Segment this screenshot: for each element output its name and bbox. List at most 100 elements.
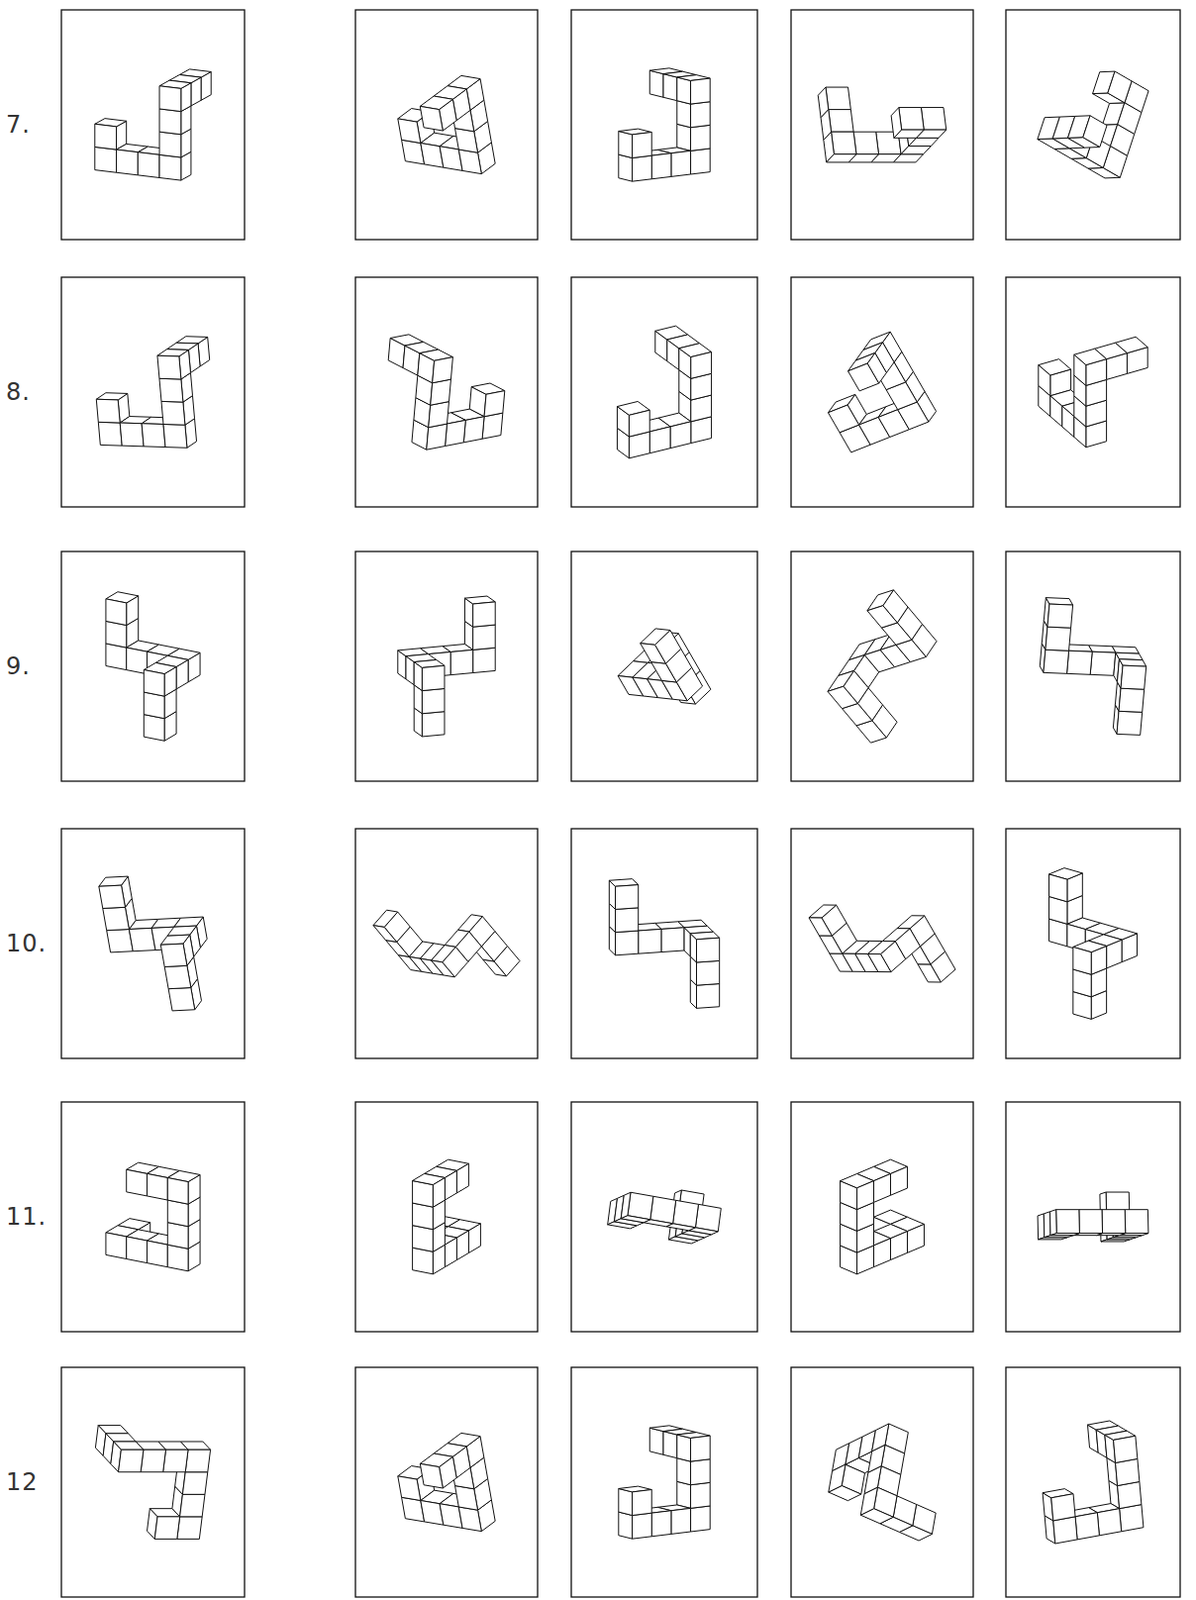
cube-face — [890, 1231, 907, 1261]
item-number: 11. — [5, 1202, 47, 1231]
cube-face — [697, 984, 720, 1009]
cube-face — [632, 1512, 653, 1539]
cube-face — [673, 1199, 699, 1227]
figure-panel — [571, 277, 758, 507]
panel-frame — [571, 1367, 758, 1597]
cube-face — [373, 909, 399, 927]
panel-frame — [61, 551, 245, 782]
cube-face — [159, 108, 182, 135]
cube-face — [483, 959, 507, 977]
cube-face — [450, 649, 474, 675]
item-number: 8. — [5, 378, 31, 406]
cube-face — [640, 643, 667, 664]
panel-frame — [355, 828, 538, 1059]
panel-frame — [791, 277, 974, 507]
cube-face — [398, 1476, 421, 1501]
cube-face — [670, 421, 692, 449]
cube-face — [920, 107, 946, 131]
cube-face — [848, 363, 880, 392]
cube-face — [677, 1458, 692, 1486]
cube-face — [157, 349, 190, 357]
cube-face — [615, 930, 639, 956]
cube-face — [1047, 603, 1074, 628]
figure-panel — [355, 1367, 538, 1597]
cube-face — [1038, 365, 1051, 397]
figure-panel — [355, 551, 538, 782]
cube-face — [691, 1505, 711, 1532]
figure-panel — [1005, 1101, 1181, 1332]
cube-face — [697, 937, 720, 963]
cube-face — [432, 357, 454, 384]
cube-face — [828, 109, 854, 133]
cube-face — [463, 416, 485, 443]
cube-face — [874, 1173, 892, 1202]
cube-face — [455, 1486, 479, 1511]
cube-face — [412, 1181, 434, 1208]
cube-face — [1083, 115, 1107, 148]
cube-face — [163, 1449, 189, 1473]
panel-frame — [355, 551, 538, 782]
figure-panel — [61, 9, 245, 240]
cube-face — [412, 1225, 434, 1253]
cube-face — [831, 131, 857, 155]
cube-face — [853, 131, 879, 155]
cube-face — [826, 154, 857, 163]
figure-panel — [61, 1367, 245, 1597]
cube-face — [419, 105, 443, 131]
row-number-holder: 7. — [5, 104, 56, 145]
cube-face — [163, 423, 188, 448]
cube-face — [102, 906, 130, 930]
cube-face — [691, 148, 711, 175]
cube-face — [1037, 1213, 1045, 1240]
cube-face — [105, 620, 127, 648]
panel-frame — [355, 1367, 538, 1597]
cube-face — [126, 1236, 148, 1264]
figure-panel — [571, 9, 758, 240]
cube-face — [373, 925, 398, 943]
cube-face — [1050, 396, 1063, 427]
cube-face — [1117, 1481, 1142, 1508]
cube-face — [897, 915, 925, 929]
figure-panel — [791, 1367, 974, 1597]
figure-panel — [791, 1101, 974, 1332]
cube-face — [618, 1511, 633, 1539]
cube-face — [677, 1434, 692, 1462]
cube-face — [808, 904, 837, 918]
cube-face — [160, 943, 188, 967]
cube-face — [141, 423, 166, 448]
panel-frame — [355, 9, 538, 240]
cube-face — [908, 137, 939, 146]
cube-face — [868, 953, 892, 972]
cube-face — [677, 77, 692, 104]
cube-face — [663, 1431, 678, 1459]
cube-face — [167, 342, 200, 350]
cube-face — [1124, 1209, 1149, 1234]
cube-face — [180, 1494, 205, 1517]
cube-face — [167, 1199, 189, 1227]
panel-frame — [61, 9, 245, 240]
cube-face — [468, 1223, 481, 1254]
cube-face — [432, 1178, 445, 1208]
cube-face — [473, 647, 497, 673]
cube-face — [1096, 1508, 1121, 1536]
cube-face — [663, 74, 678, 101]
panel-frame — [791, 9, 974, 240]
cube-face — [431, 960, 456, 978]
cube-face — [651, 153, 672, 180]
panel-frame — [1005, 828, 1181, 1059]
cube-face — [126, 1169, 148, 1196]
cube-face — [906, 1223, 924, 1253]
cube-face — [615, 907, 639, 933]
panel-frame — [571, 1101, 758, 1332]
cube-face — [1090, 651, 1116, 676]
cube-face — [677, 123, 692, 151]
panel-frame — [61, 277, 245, 507]
panel-frame — [1005, 551, 1181, 782]
cube-face — [898, 107, 924, 131]
cube-face — [868, 941, 897, 955]
cube-face — [691, 1435, 711, 1462]
cube-face — [818, 935, 842, 954]
item-number: 9. — [5, 652, 31, 681]
cube-face — [632, 132, 653, 159]
cube-face — [917, 964, 941, 983]
